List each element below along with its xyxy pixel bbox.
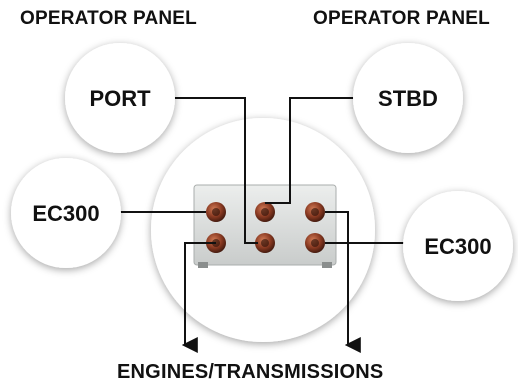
- operator-panel-label-right: OPERATOR PANEL: [313, 8, 490, 29]
- connector-port-6: [305, 233, 325, 253]
- ec300-right-node: EC300: [403, 191, 513, 301]
- ec300-left-node: EC300: [11, 158, 121, 268]
- operator-panel-label-left: OPERATOR PANEL: [20, 8, 197, 29]
- wire-engine-right: [325, 211, 361, 353]
- connector-port-2: [255, 202, 275, 222]
- wire-port: [170, 97, 258, 244]
- wire-stbd: [265, 97, 355, 204]
- stbd-node: STBD: [353, 43, 463, 153]
- ec300-right-label: EC300: [424, 234, 491, 259]
- stbd-label: STBD: [378, 86, 438, 111]
- connector-port-1: [206, 202, 226, 222]
- connector-port-3: [305, 202, 325, 222]
- port-label: PORT: [89, 86, 151, 111]
- ec300-left-label: EC300: [32, 201, 99, 226]
- engines-transmissions-label: ENGINES/TRANSMISSIONS: [117, 361, 384, 383]
- wire-engine-left: [181, 242, 216, 353]
- junction-box: [193, 184, 337, 268]
- connector-port-5: [255, 233, 275, 253]
- port-node: PORT: [65, 43, 175, 153]
